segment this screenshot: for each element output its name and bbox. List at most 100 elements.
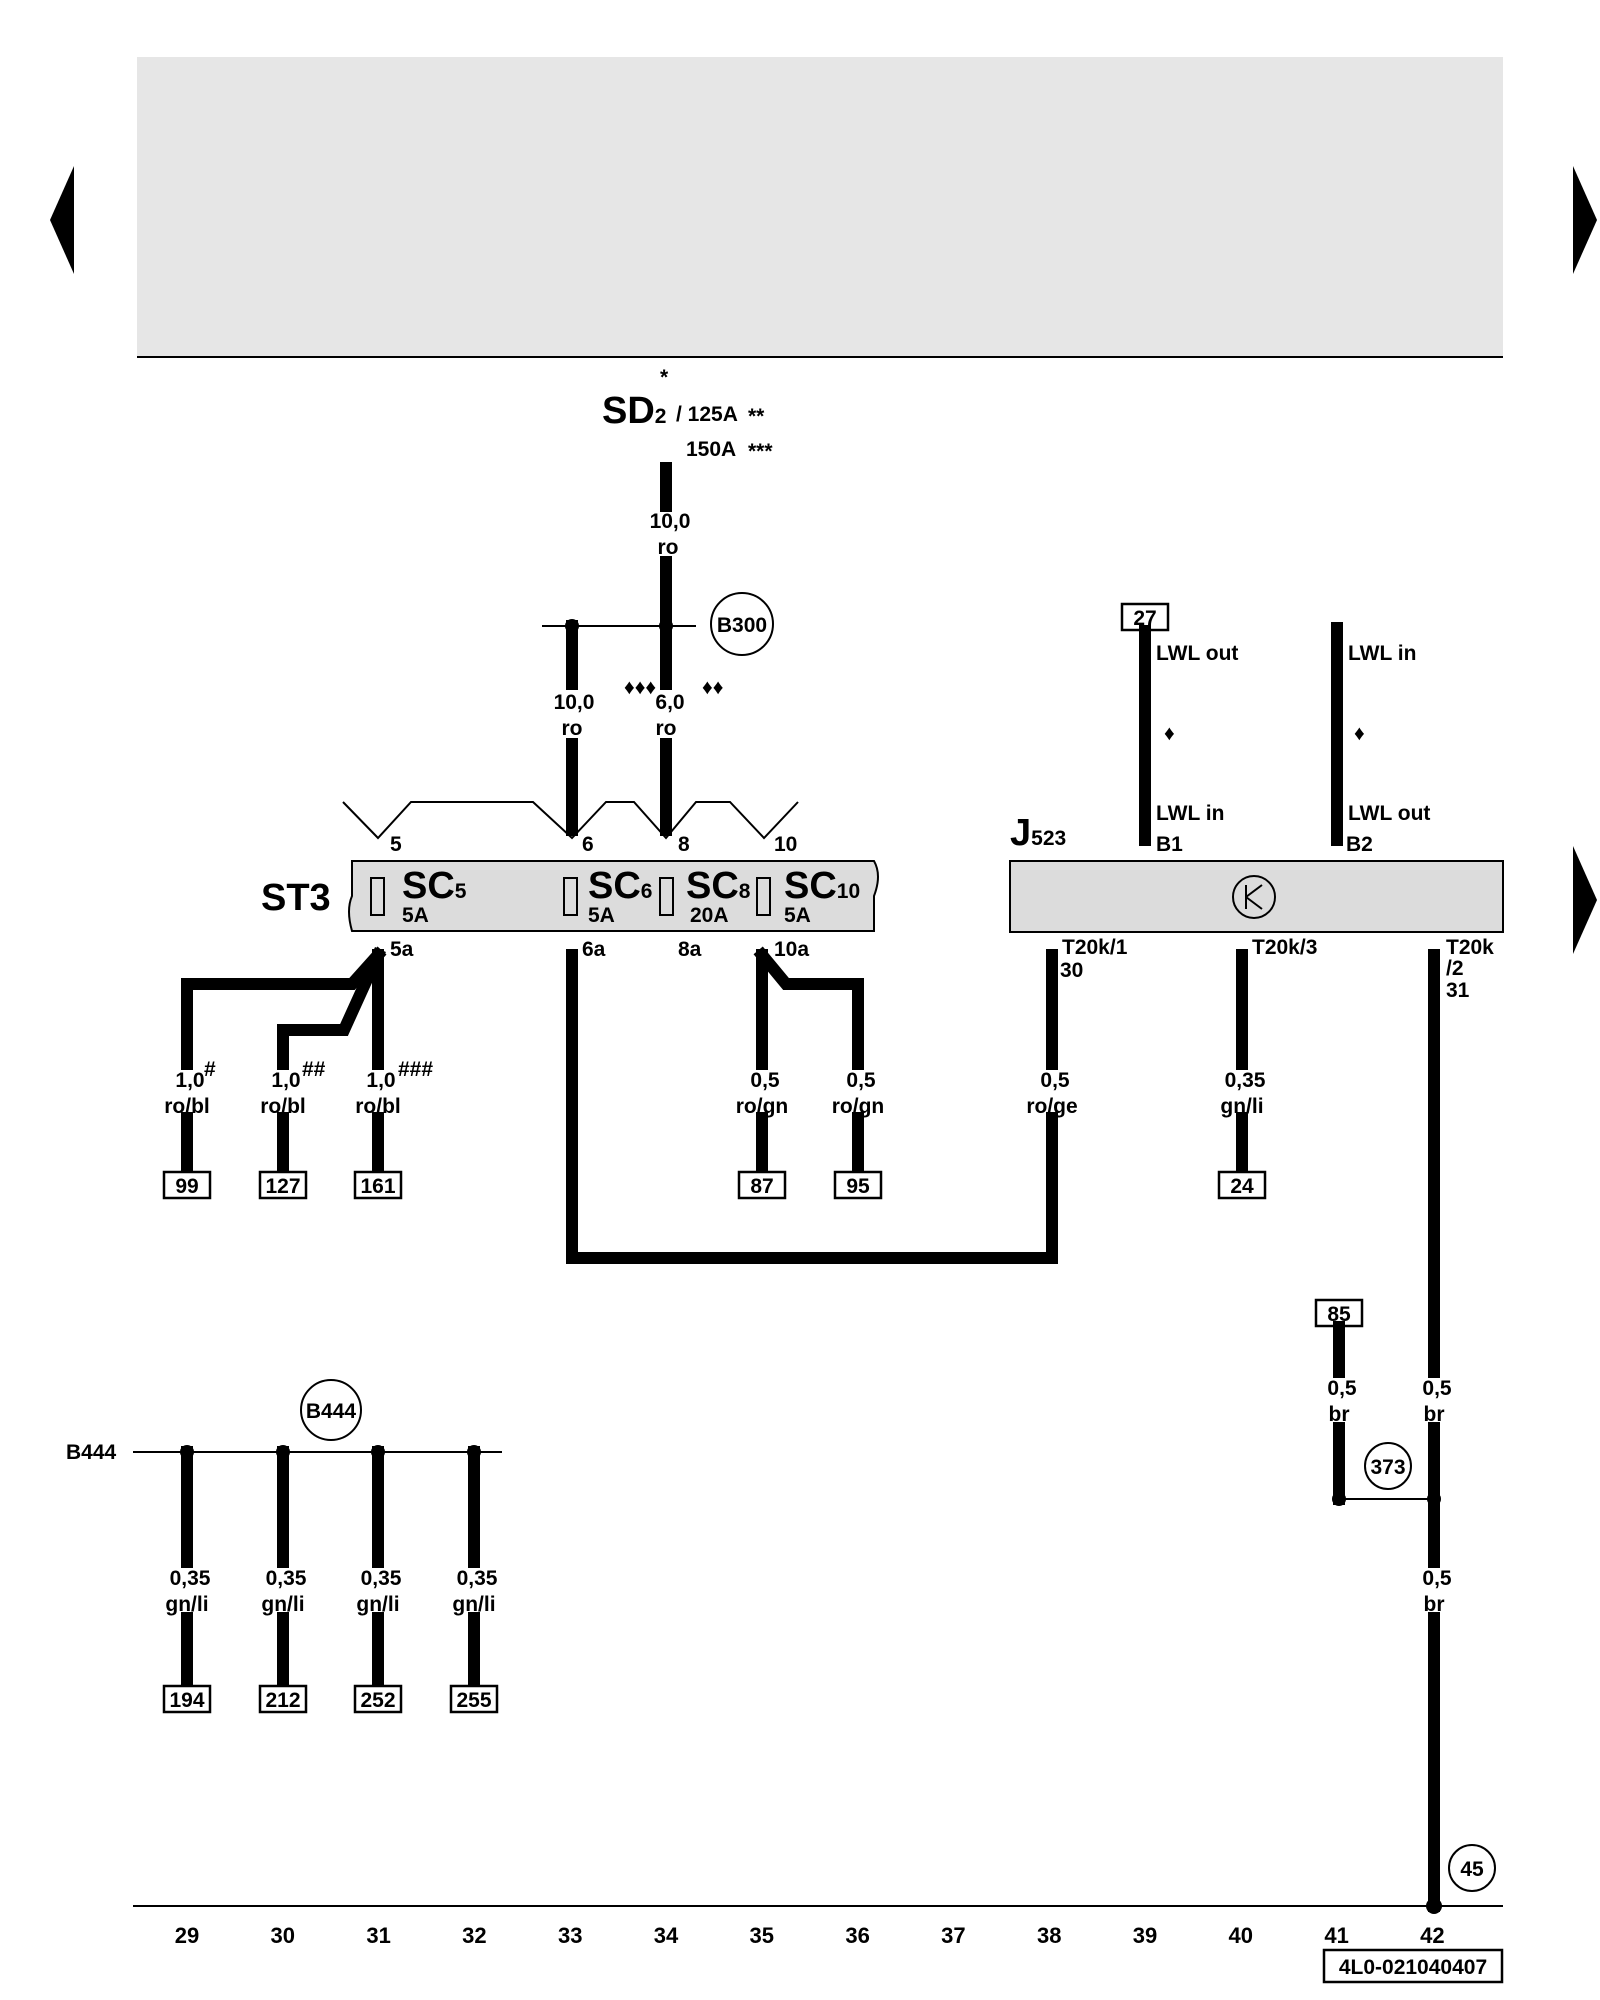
junction-dot (1427, 1492, 1441, 1506)
fuse-holder-name: ST3 (261, 877, 331, 919)
ref-99: 99 (175, 1175, 198, 1198)
ref-box-212 (258, 1684, 308, 1714)
fiber-b2-mark: ♦ (1354, 722, 1365, 745)
ref-95: 95 (846, 1175, 870, 1198)
svg-text:SC8: SC8 (686, 865, 751, 907)
ground-connector-label: 373 (1370, 1456, 1405, 1479)
wire-161-mark: ### (398, 1058, 433, 1081)
b444-wire-252-color: gn/li (356, 1593, 399, 1616)
fuse-sc5-rating: 5A (402, 904, 429, 927)
ref-box-99 (162, 1170, 212, 1200)
column-number: 29 (175, 1923, 199, 1948)
column-number: 31 (366, 1923, 390, 1948)
svg-text:SC10: SC10 (784, 865, 860, 907)
fuse-sub: 2 (655, 405, 667, 428)
column-number: 30 (271, 1923, 295, 1948)
wire-87-color: ro/gn (736, 1095, 789, 1118)
ref-255: 255 (456, 1689, 491, 1712)
doc-id: 4L0-021040407 (1339, 1956, 1487, 1979)
fiber-b1-bottom: LWL in (1156, 802, 1224, 825)
wire-99-mark: # (204, 1058, 216, 1081)
next-section-arrow-icon[interactable] (1573, 846, 1597, 954)
pin-t20k2: T20k (1446, 936, 1494, 959)
column-number: 34 (654, 1923, 679, 1948)
ref-box-161 (353, 1170, 403, 1200)
ref-194: 194 (169, 1689, 204, 1712)
column-number: 41 (1324, 1923, 1348, 1948)
svg-text:SD2: SD2 (602, 390, 666, 432)
wire-sc6-to-j523 (566, 949, 1058, 1264)
fuse-sc10-name: SC (784, 865, 837, 907)
ref-85: 85 (1327, 1303, 1351, 1326)
pin-t20k3: T20k/3 (1252, 936, 1317, 959)
pin-8: 8 (678, 833, 690, 856)
fuse-stars-1: ** (748, 405, 765, 428)
ground-wire-lower-color: br (1424, 1593, 1445, 1616)
wire-95-color: ro/gn (832, 1095, 885, 1118)
pin-5a: 5a (390, 938, 414, 961)
fuse-holder-st3: ST3 SC5 5A SC6 5A SC8 20A SC10 5A 5 6 8 … (261, 833, 879, 961)
wire-127-color: ro/bl (260, 1095, 306, 1118)
fuse-symbol-icon (370, 877, 385, 916)
svg-text:SC6: SC6 (588, 865, 652, 907)
branch-color-2: ro (656, 717, 677, 740)
b444-wire-255-color: gn/li (452, 1593, 495, 1616)
ref-box-194 (162, 1684, 212, 1714)
column-number: 36 (845, 1923, 869, 1948)
column-number: 42 (1420, 1923, 1444, 1948)
svg-text:J523: J523 (1010, 812, 1066, 854)
b444-wire-252-size: 0,35 (361, 1567, 402, 1590)
fuse-sc5-sub: 5 (455, 880, 467, 903)
module-j523: J523 B1 B2 T20k/1 30 T20k/3 T20k /2 31 (1009, 812, 1504, 1002)
pin-b1: B1 (1156, 833, 1183, 856)
fuse-rating-2: 150A (686, 438, 736, 461)
wire-t20k3-color: gn/li (1220, 1095, 1263, 1118)
pin-t20k1: T20k/1 (1062, 936, 1128, 959)
header-area (137, 57, 1503, 357)
transistor-symbol (1245, 884, 1263, 910)
column-number: 37 (941, 1923, 965, 1948)
pin-t20k2-num: 31 (1446, 979, 1470, 1002)
next-page-arrow-icon[interactable] (1573, 166, 1597, 274)
column-number: 33 (558, 1923, 582, 1948)
fiber-b1-top: LWL out (1156, 642, 1238, 665)
fuse-sc6-sub: 6 (641, 880, 653, 903)
wire-161-color: ro/bl (355, 1095, 401, 1118)
module-name: J (1010, 812, 1031, 854)
fuse-sc6-rating: 5A (588, 904, 615, 927)
wire-99-color: ro/bl (164, 1095, 210, 1118)
column-number: 39 (1133, 1923, 1157, 1948)
svg-text:SC5: SC5 (402, 865, 467, 907)
prev-page-arrow-icon[interactable] (50, 166, 74, 274)
ref-box-87 (737, 1170, 787, 1200)
fuse-name: SD (602, 390, 655, 432)
ref-161: 161 (360, 1175, 395, 1198)
fuse-symbol-icon (563, 877, 578, 916)
pin-10a: 10a (774, 938, 809, 961)
pin-t20k1-num: 30 (1060, 959, 1083, 982)
main-wire-size: 10,0 (650, 510, 691, 533)
fuse-asterisk: * (660, 366, 669, 389)
ground-point-label: 45 (1460, 1858, 1484, 1881)
fuse-stars-2: *** (748, 440, 773, 463)
wire-95-size: 0,5 (846, 1069, 876, 1092)
wire-127-size: 1,0 (271, 1069, 300, 1092)
ground-point-45 (1448, 1844, 1496, 1892)
branch-marks-1: ♦♦♦ (624, 676, 656, 699)
wire-99-size: 1,0 (175, 1069, 204, 1092)
ref-24: 24 (1230, 1175, 1254, 1198)
ground-wire-lower-size: 0,5 (1422, 1567, 1452, 1590)
ref-box-95 (833, 1170, 883, 1200)
fuse-sc10-sub: 10 (837, 880, 860, 903)
wire-t20k3-size: 0,35 (1225, 1069, 1266, 1092)
connector-b300 (710, 592, 774, 656)
wire-sc5-to-127 (277, 947, 386, 1070)
bus-b444-label: B444 (66, 1441, 117, 1464)
wire-161-size: 1,0 (366, 1069, 395, 1092)
ref-box-85 (1314, 1298, 1364, 1328)
b444-wire-255-size: 0,35 (457, 1567, 498, 1590)
fuse-sc6-name: SC (588, 865, 641, 907)
connector-b444 (300, 1379, 362, 1441)
connector-b300-label: B300 (717, 614, 767, 637)
fuse-sc10-rating: 5A (784, 904, 811, 927)
